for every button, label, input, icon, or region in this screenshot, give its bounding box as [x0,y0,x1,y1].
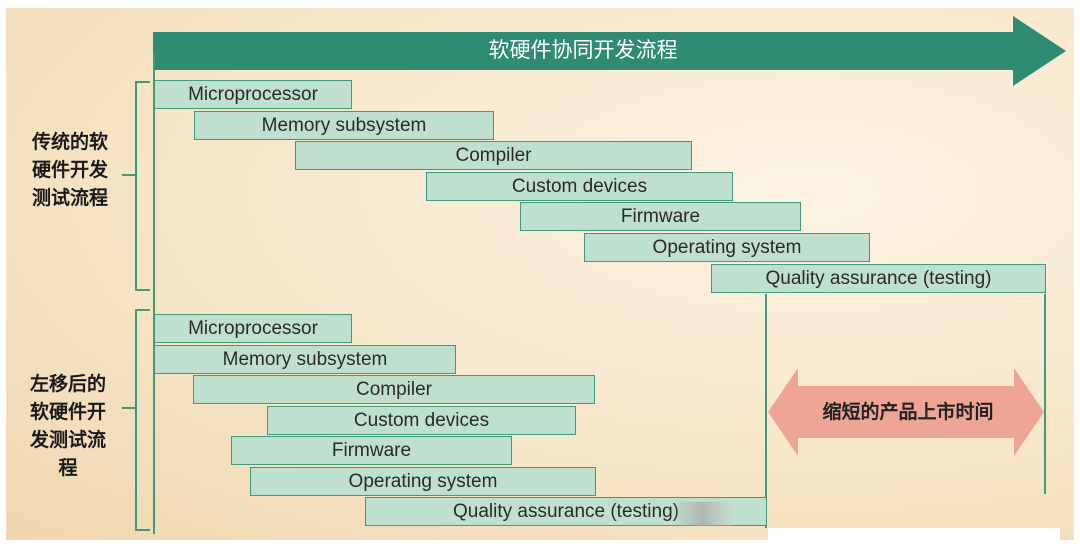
shift-left-bar-microprocessor: Microprocessor [154,314,352,343]
time-to-market-double-arrow [768,368,1044,456]
traditional-bar-firmware: Firmware [520,202,801,231]
shift-left-label-line: 程 [58,457,78,479]
traditional-group-label: 传统的软 硬件开发 测试流程 [18,128,122,212]
shift-left-bar-compiler: Compiler [193,375,595,404]
shift-left-label-line: 左移后的 [29,373,106,395]
traditional-end-line [1044,294,1046,494]
shift-left-group-label: 左移后的 软硬件开 发测试流 程 [14,370,122,482]
shift-left-label-line: 发测试流 [29,429,106,451]
image-edge-patch [768,528,1060,540]
traditional-bar-compiler: Compiler [295,141,692,170]
traditional-bar-microprocessor: Microprocessor [154,80,352,109]
traditional-bar-quality-assurance: Quality assurance (testing) [711,264,1046,293]
timeline-start-line [153,54,155,534]
time-to-market-label: 缩短的产品上市时间 [822,401,994,423]
shift-left-bar-operating-system: Operating system [250,467,596,496]
traditional-bar-operating-system: Operating system [584,233,870,262]
timeline-title: 软硬件协同开发流程 [488,38,678,62]
image-smudge [672,502,732,526]
traditional-label-line: 硬件开发 [31,159,108,181]
traditional-label-line: 测试流程 [31,187,108,209]
shift-left-bar-custom-devices: Custom devices [267,406,576,435]
traditional-bar-custom-devices: Custom devices [426,172,733,201]
shift-left-end-line [765,294,767,528]
shift-left-bar-firmware: Firmware [231,436,512,465]
shift-left-label-line: 软硬件开 [29,401,106,423]
traditional-bar-memory-subsystem: Memory subsystem [194,111,494,140]
shift-left-bar-memory-subsystem: Memory subsystem [154,345,456,374]
traditional-label-line: 传统的软 [31,131,108,153]
timeline-arrow [153,16,1066,86]
